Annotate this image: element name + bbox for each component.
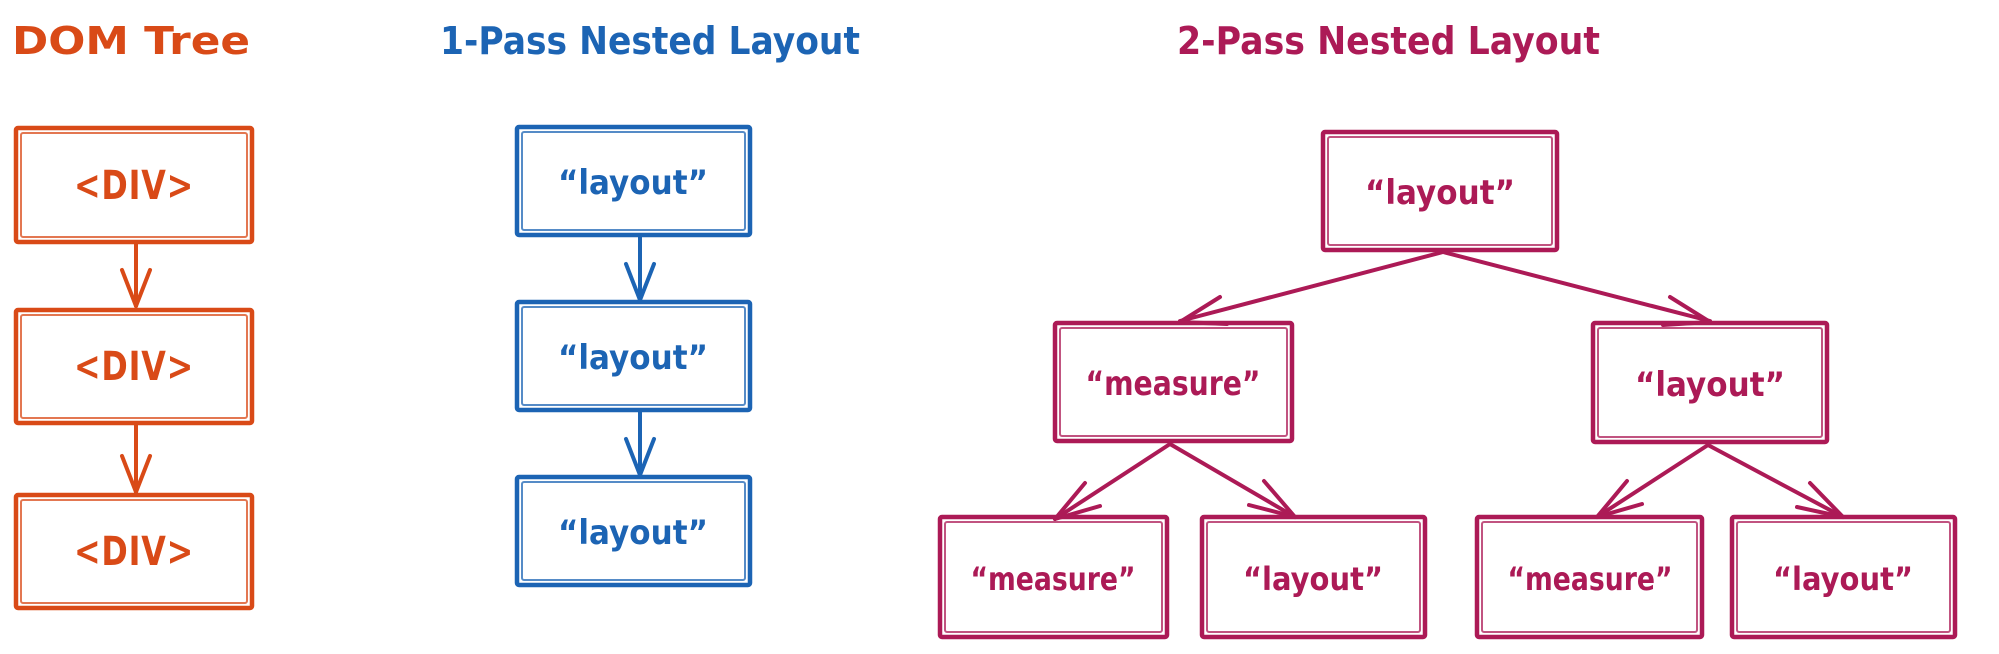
two-pass-level2-layout-box xyxy=(1590,320,1830,445)
one-pass-node-1-box-sketch xyxy=(521,131,746,231)
dom-tree-node-2-box-sketch xyxy=(20,314,248,419)
two-pass-level3-layout-1-label: “layout” xyxy=(1243,560,1383,598)
dom-tree-arrow-1 xyxy=(120,242,152,308)
one-pass-node-2: “layout” xyxy=(514,299,753,413)
dom-tree-node-2-label: <DIV> xyxy=(74,344,194,390)
two-pass-arrow-layout-left xyxy=(1595,443,1710,519)
dom-tree-node-1-box-sketch xyxy=(20,132,248,238)
diagram-two-pass: 2-Pass Nested Layout “layout” xyxy=(937,19,1958,640)
two-pass-root-box xyxy=(1320,129,1560,253)
one-pass-node-1: “layout” xyxy=(514,124,753,238)
arrow-shaft xyxy=(1053,442,1172,521)
two-pass-level3-layout-1-box-sketch xyxy=(1206,521,1421,633)
one-pass-node-1-label: “layout” xyxy=(558,163,708,203)
two-pass-level3-measure-2-box xyxy=(1474,514,1705,640)
two-pass-arrow-root-right xyxy=(1441,250,1712,327)
two-pass-arrow-root-left xyxy=(1178,250,1445,326)
arrowhead-right xyxy=(134,454,152,494)
two-pass-level2-layout-label: “layout” xyxy=(1635,365,1785,405)
two-pass-level2-layout-box-sketch xyxy=(1597,327,1823,438)
two-pass-level2-measure-box-sketch xyxy=(1059,327,1288,437)
arrowhead-right xyxy=(134,268,152,308)
dom-tree-node-1-label: <DIV> xyxy=(74,163,194,209)
dom-tree-node-2: <DIV> xyxy=(13,307,255,426)
arrowhead-upper xyxy=(1668,295,1712,324)
one-pass-node-3-box xyxy=(514,474,753,588)
dom-tree-node-1: <DIV> xyxy=(13,125,255,245)
dom-tree-arrow-2 xyxy=(120,423,152,494)
one-pass-arrow-2 xyxy=(624,410,656,477)
dom-tree-node-1-box xyxy=(13,125,255,245)
two-pass-level3-layout-node-1: “layout” xyxy=(1199,514,1428,640)
dom-tree-node-3-box-sketch xyxy=(20,499,248,604)
one-pass-title: 1-Pass Nested Layout xyxy=(440,19,860,63)
two-pass-level3-layout-2-box-sketch xyxy=(1736,521,1951,633)
arrow-shaft xyxy=(1706,443,1845,519)
arrowhead-upper xyxy=(1595,479,1629,519)
two-pass-level2-measure-box xyxy=(1052,320,1295,444)
two-pass-arrow-measure-left xyxy=(1053,442,1172,521)
one-pass-arrow-1 xyxy=(624,235,656,302)
two-pass-level3-layout-2-box xyxy=(1729,514,1958,640)
two-pass-level3-measure-node-1: “measure” xyxy=(937,514,1170,640)
arrow-shaft xyxy=(1441,250,1712,323)
one-pass-node-2-label: “layout” xyxy=(558,338,708,378)
dom-tree-node-3: <DIV> xyxy=(13,492,255,611)
two-pass-root-label: “layout” xyxy=(1365,173,1515,213)
one-pass-node-3-label: “layout” xyxy=(558,513,708,553)
arrow-shaft xyxy=(1178,250,1445,323)
two-pass-level3-measure-2-label: “measure” xyxy=(1508,560,1673,598)
arrow-shaft xyxy=(1168,442,1297,519)
one-pass-node-2-box-sketch xyxy=(521,306,746,406)
two-pass-level3-measure-2-box-sketch xyxy=(1481,521,1698,633)
two-pass-level3-measure-node-2: “measure” xyxy=(1474,514,1705,640)
diagram-dom-tree: DOM Tree <DIV> <DIV> xyxy=(12,19,255,611)
two-pass-level2-measure-node: “measure” xyxy=(1052,320,1295,444)
one-pass-node-3-box-sketch xyxy=(521,481,746,581)
two-pass-level3-layout-1-box xyxy=(1199,514,1428,640)
arrowhead-upper xyxy=(1262,479,1297,519)
arrow-shaft xyxy=(1595,443,1710,519)
dom-tree-node-3-box xyxy=(13,492,255,611)
arrowhead-left xyxy=(120,454,138,494)
arrowhead-upper xyxy=(1178,295,1222,324)
two-pass-root-node: “layout” xyxy=(1320,129,1560,253)
arrowhead-right xyxy=(638,437,656,477)
arrowhead-left xyxy=(120,268,138,308)
two-pass-title: 2-Pass Nested Layout xyxy=(1177,19,1600,63)
one-pass-node-1-box xyxy=(514,124,753,238)
arrowhead-left xyxy=(624,262,642,302)
one-pass-node-2-box xyxy=(514,299,753,413)
two-pass-level2-measure-label: “measure” xyxy=(1086,364,1261,404)
two-pass-level3-measure-1-box xyxy=(937,514,1170,640)
two-pass-level3-layout-node-2: “layout” xyxy=(1729,514,1958,640)
arrowhead-upper xyxy=(1808,481,1845,519)
two-pass-level2-layout-node: “layout” xyxy=(1590,320,1830,445)
two-pass-arrow-layout-right xyxy=(1706,443,1845,519)
diagram-one-pass: 1-Pass Nested Layout “layout” “layout” xyxy=(440,19,860,588)
two-pass-level3-layout-2-label: “layout” xyxy=(1773,560,1913,598)
arrowhead-upper xyxy=(1053,481,1087,521)
arrowhead-right xyxy=(638,262,656,302)
two-pass-level3-measure-1-box-sketch xyxy=(944,521,1163,633)
one-pass-node-3: “layout” xyxy=(514,474,753,588)
dom-tree-title: DOM Tree xyxy=(12,19,250,63)
two-pass-level3-measure-1-label: “measure” xyxy=(971,560,1136,598)
two-pass-arrow-measure-right xyxy=(1168,442,1297,519)
dom-tree-node-3-label: <DIV> xyxy=(74,529,194,575)
two-pass-root-box-sketch xyxy=(1327,136,1553,246)
dom-tree-node-2-box xyxy=(13,307,255,426)
arrowhead-left xyxy=(624,437,642,477)
